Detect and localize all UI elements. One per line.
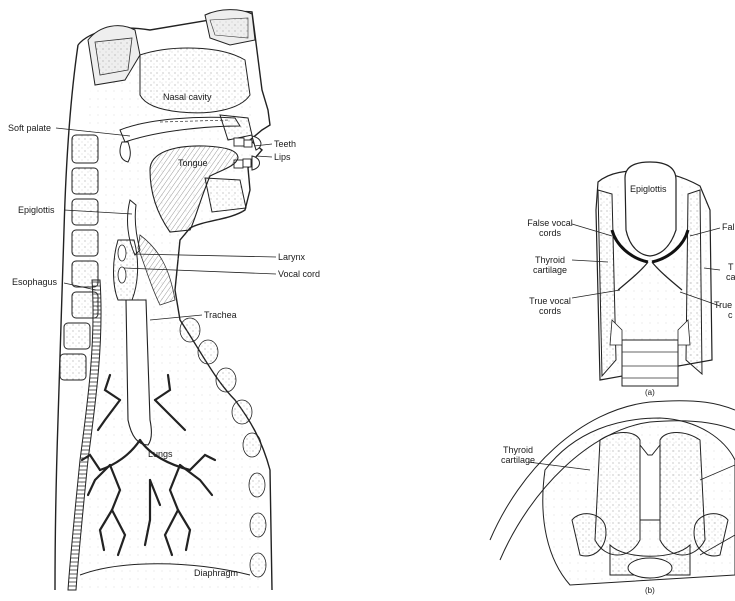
label-true-vocal-cords-a: True vocal cords — [524, 296, 576, 316]
label-larynx: Larynx — [278, 252, 305, 262]
label-lungs: Lungs — [148, 449, 173, 459]
label-lips: Lips — [274, 152, 291, 162]
label-esophagus: Esophagus — [12, 277, 57, 287]
label-thyroid-cartilage-b-line2: cartilage — [494, 455, 542, 465]
label-right-true-cut: True c — [714, 300, 733, 320]
label-vocal-cord: Vocal cord — [278, 269, 320, 279]
label-thyroid-cartilage-b: Thyroid cartilage — [494, 445, 542, 465]
label-soft-palate: Soft palate — [8, 123, 51, 133]
label-teeth: Teeth — [274, 139, 296, 149]
label-right-true-cut-line1: True — [714, 300, 733, 310]
label-true-vocal-cords-line1: True vocal — [524, 296, 576, 306]
label-thyroid-cartilage-a-line1: Thyroid — [526, 255, 574, 265]
label-thyroid-cartilage-a-line2: cartilage — [526, 265, 574, 275]
label-false-vocal-cords-line1: False vocal — [522, 218, 578, 228]
label-tongue: Tongue — [178, 158, 208, 168]
label-thyroid-cartilage-a: Thyroid cartilage — [526, 255, 574, 275]
label-right-thyroid-cut-line2: ca — [722, 272, 735, 282]
nasal-cavity-region — [140, 48, 250, 113]
label-right-thyroid-cut: T ca — [722, 262, 735, 282]
label-epiglottis-a: Epiglottis — [630, 184, 667, 194]
label-true-vocal-cords-line2: cords — [524, 306, 576, 316]
label-false-vocal-cords-line2: cords — [522, 228, 578, 238]
label-epiglottis: Epiglottis — [18, 205, 55, 215]
epiglottis-front — [625, 162, 676, 256]
larynx-top-view — [490, 401, 735, 585]
caption-b: (b) — [645, 586, 655, 596]
label-right-true-cut-line2: c — [714, 310, 733, 320]
label-thyroid-cartilage-b-line1: Thyroid — [494, 445, 542, 455]
larynx-front-view — [596, 162, 712, 386]
label-diaphragm: Diaphragm — [194, 568, 238, 578]
label-right-thyroid-cut-line1: T — [722, 262, 735, 272]
label-false-vocal-cords-a: False vocal cords — [522, 218, 578, 238]
label-right-false-cut: Fal — [722, 222, 735, 232]
label-trachea: Trachea — [204, 310, 237, 320]
label-nasal-cavity: Nasal cavity — [163, 92, 212, 102]
caption-a: (a) — [645, 388, 655, 398]
